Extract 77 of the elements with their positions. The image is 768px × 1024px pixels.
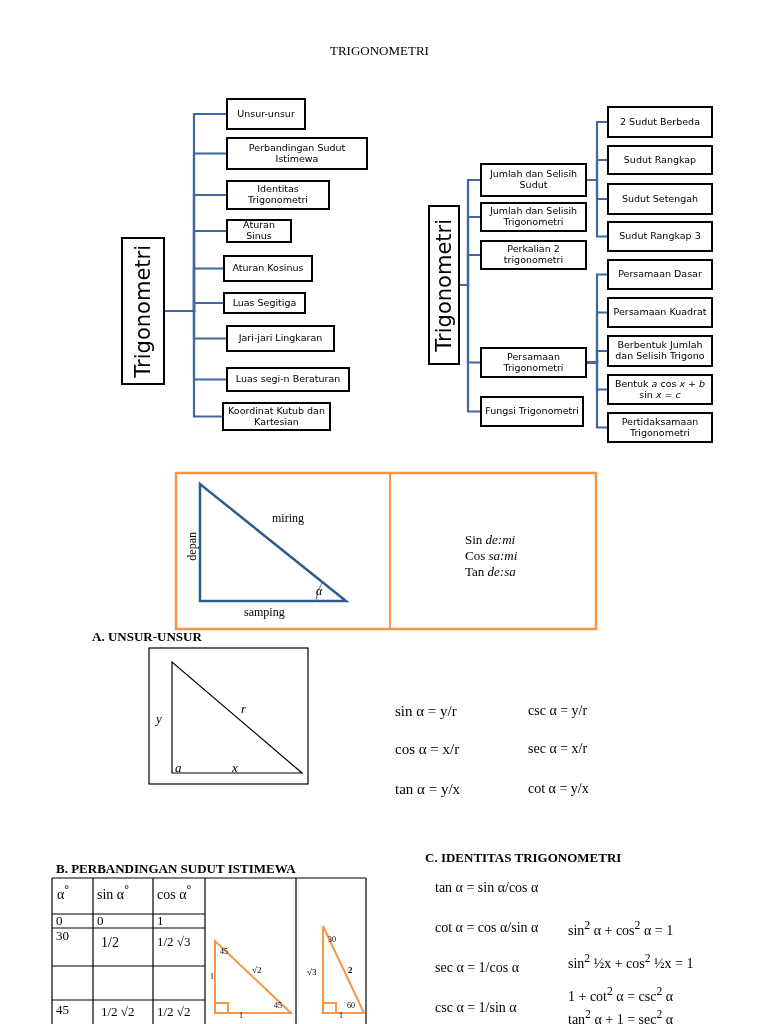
mnemonic-text: Sin de:mi: [465, 533, 516, 548]
formula: sec α = 1/cos α: [435, 960, 519, 976]
table-cell: 45: [56, 1003, 69, 1018]
connector-line: [587, 178, 607, 238]
topic-box: Berbentuk Jumlah dan Selisih Trigono: [607, 335, 713, 367]
topic-box: Pertidaksamaan Trigonometri: [607, 412, 713, 443]
angle-label: α: [316, 585, 323, 599]
section-heading: A. UNSUR-UNSUR: [92, 630, 202, 645]
formula: 1 + cot$^{2}$ α = csc$^{2}$ α: [568, 986, 674, 1005]
connector-line: [165, 309, 222, 418]
table-cell: 30: [56, 929, 69, 944]
side-label: 1: [239, 1012, 243, 1021]
topic-box: Luas Segitiga: [223, 292, 306, 314]
topic-box: Sudut Setengah: [607, 183, 713, 215]
topic-box: Persamaan Kuadrat: [607, 297, 713, 328]
formula: tan$^{2}$ α + 1 = sec$^{2}$ α: [568, 1009, 674, 1024]
formula: sec α = x/r: [528, 741, 588, 757]
side-label: 1: [210, 973, 214, 982]
section-heading: B. PERBANDINGAN SUDUT ISTIMEWA: [56, 862, 296, 877]
root-topic-box: Trigonometri: [121, 237, 165, 385]
topic-box: Jumlah dan Selisih Sudut: [480, 163, 587, 197]
table-cell: 1/2 √2: [101, 1005, 135, 1020]
topic-box: Persamaan Dasar: [607, 259, 713, 290]
formula: cos α = x/r: [395, 741, 460, 758]
table-cell: 1/2: [101, 935, 119, 951]
side-label: 2: [348, 966, 353, 976]
side-label: r: [241, 702, 247, 717]
mnemonic-text: Tan de:sa: [465, 565, 516, 580]
side-label: √2: [252, 966, 262, 976]
topic-box: Perbandingan Sudut Istimewa: [226, 137, 368, 170]
table-cell: 0: [97, 914, 104, 929]
topic-box: Luas segi-n Beraturan: [226, 367, 350, 392]
angle-label: a: [175, 761, 182, 776]
side-label: y: [156, 712, 162, 727]
side-label: miring: [272, 512, 304, 526]
side-label: samping: [244, 606, 285, 620]
table-cell: 1/2 √3: [157, 935, 191, 950]
section-heading: C. IDENTITAS TRIGONOMETRI: [425, 851, 622, 866]
formula: sin$^{2}$ α + cos$^{2}$ α = 1: [568, 920, 674, 939]
formula: sin$^{2}$ ½x + cos$^{2}$ ½x = 1: [568, 953, 694, 972]
root-topic-box: Trigonometri: [428, 205, 460, 365]
formula: tan α = sin α/cos α: [435, 880, 539, 896]
table-cell: 0: [56, 914, 63, 929]
topic-box: Jumlah dan Selisih Trigonometri: [480, 202, 587, 232]
formula: cot α = y/x: [528, 781, 589, 797]
topic-box: Unsur-unsur: [226, 98, 306, 130]
connector-line: [587, 361, 607, 429]
page-title: TRIGONOMETRI: [330, 44, 429, 59]
angle-label: 45: [274, 1002, 282, 1011]
topic-box: Persamaan Trigonometri: [480, 347, 587, 378]
mnemonic-text: Cos sa:mi: [465, 549, 518, 564]
topic-box: Koordinat Kutub dan Kartesian: [222, 402, 331, 431]
formula: cot α = cos α/sin α: [435, 920, 539, 936]
topic-box: Fungsi Trigonometri: [480, 396, 584, 427]
topic-box: Bentuk a cos x + b sin x = c: [607, 374, 713, 405]
topic-box: Aturan Sinus: [226, 219, 292, 243]
topic-box: Sudut Rangkap: [607, 145, 713, 175]
angle-label: 60: [347, 1002, 355, 1011]
topic-box: Perkalian 2 trigonometri: [480, 240, 587, 270]
topic-box: Sudut Rangkap 3: [607, 221, 713, 252]
formula: sin α = y/r: [395, 703, 457, 720]
table-cell: sin α$^{°}$: [97, 884, 129, 903]
formula: csc α = 1/sin α: [435, 1000, 517, 1016]
side-label: 1: [339, 1012, 343, 1021]
side-label: √3: [307, 968, 317, 978]
side-label: depan: [186, 532, 200, 561]
formula: csc α = y/r: [528, 703, 588, 719]
topic-box: 2 Sudut Berbeda: [607, 106, 713, 138]
topic-box: Identitas Trigonometri: [226, 180, 330, 210]
table-cell: 1: [157, 914, 164, 929]
topic-box: Aturan Kosinus: [223, 255, 313, 282]
formula: tan α = y/x: [395, 781, 461, 798]
side-label: x: [232, 761, 238, 776]
topic-box: Jari-jari Lingkaran: [226, 325, 335, 352]
table-cell: 1/2 √2: [157, 1005, 191, 1020]
table-cell: α$^{°}$: [57, 884, 69, 903]
table-cell: cos α$^{°}$: [157, 884, 192, 903]
